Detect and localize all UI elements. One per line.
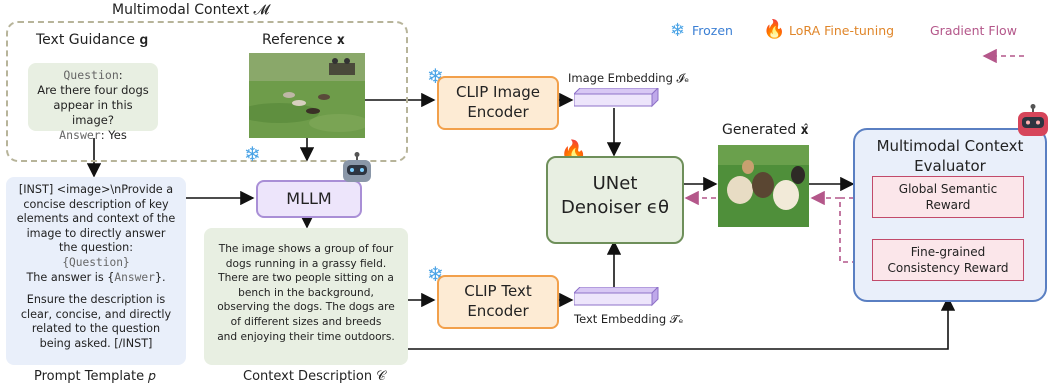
unet-denoiser-box: UNet Denoiser ϵθ — [546, 156, 684, 244]
legend-frozen-label: Frozen — [692, 23, 733, 38]
context-description-caption: Context Description 𝒞 — [243, 369, 386, 384]
mllm-label: MLLM — [286, 189, 332, 208]
context-line: observing the dogs. The dogs are — [217, 301, 395, 314]
context-description-box: The image shows a group of four dogs run… — [204, 228, 408, 365]
text-guidance-label: Text Guidance 𝐠 — [36, 32, 149, 48]
legend-lora-label: LoRA Fine-tuning — [789, 23, 895, 38]
image-embedding-bar — [574, 88, 659, 108]
legend-fire-icon: 🔥 — [763, 19, 786, 40]
clip-image-line1: CLIP Image — [455, 83, 541, 101]
generated-image-drawing — [718, 145, 809, 227]
template-answer-prefix: The answer is { — [26, 270, 115, 284]
context-line: of different sizes and breeds — [230, 315, 382, 328]
answer-key: Answer — [59, 128, 101, 142]
image-embedding-label: Image Embedding 𝓘ₑ — [568, 71, 690, 85]
question-key: Question — [63, 68, 119, 82]
text-embedding-label: Text Embedding 𝓣ₑ — [574, 312, 684, 326]
template-line: elements and context of the — [16, 212, 176, 226]
text-guidance-box: Question: Are there four dogs appear in … — [28, 63, 158, 142]
context-line: The image shows a group of four — [218, 243, 394, 255]
reference-label: Reference 𝐱 — [262, 32, 345, 48]
template-question-placeholder: {Question} — [62, 255, 130, 269]
generated-image — [718, 145, 809, 227]
clip-image-line2: Encoder — [467, 103, 529, 121]
reference-image-drawing — [249, 53, 365, 138]
template-answer-placeholder: Answer — [114, 270, 155, 284]
template-answer-suffix: }. — [154, 270, 166, 284]
template-line: the question: — [58, 241, 134, 255]
multimodal-context-container — [6, 21, 408, 162]
reward2-line1: Fine-grained — [910, 245, 986, 259]
reward1-line2: Reward — [925, 198, 971, 212]
clip-text-encoder-box: CLIP Text Encoder — [437, 275, 559, 329]
template-line: concise description of key — [23, 197, 169, 211]
global-semantic-reward-box: Global Semantic Reward — [872, 176, 1024, 218]
context-line: bench in the background, — [238, 286, 374, 299]
unet-line1: UNet — [592, 173, 638, 194]
template-line: image to directly answer — [26, 226, 166, 240]
legend-snowflake-icon: ❄ — [670, 20, 686, 41]
evaluator-title-line1: Multimodal Context — [876, 137, 1024, 155]
answer-text: Yes — [108, 128, 127, 142]
robot-icon — [343, 152, 371, 182]
robot-icon — [1018, 104, 1048, 136]
arrow-context-to-evaluator — [408, 296, 956, 350]
unet-line2: Denoiser ϵθ — [560, 197, 670, 218]
consistency-reward-box: Fine-grained Consistency Reward — [872, 239, 1024, 281]
clip-image-encoder-box: CLIP Image Encoder — [437, 76, 559, 130]
template-line: [INST] <image>\nProvide a — [18, 183, 174, 196]
mllm-box: MLLM — [256, 180, 362, 218]
template-line: clear, concise, and directly — [20, 307, 172, 321]
template-line: related to the question — [31, 322, 161, 336]
evaluator-title-line2: Evaluator — [914, 157, 986, 175]
clip-text-line2: Encoder — [467, 302, 529, 320]
multimodal-context-label: Multimodal Context 𝓜 — [112, 2, 270, 18]
generated-label: Generated 𝐱̂ — [722, 122, 809, 138]
prompt-template-box: [INST] <image>\nProvide a concise descri… — [6, 177, 186, 365]
reward2-line2: Consistency Reward — [887, 261, 1009, 275]
snowflake-icon: ❄ — [244, 142, 261, 166]
question-text: Are there four dogs appear in this image… — [37, 83, 149, 127]
context-line: dogs running in a grassy field. — [225, 257, 387, 270]
reward1-line1: Global Semantic — [898, 182, 998, 196]
prompt-template-caption: Prompt Template 𝑝 — [34, 369, 156, 384]
reference-image — [249, 53, 365, 138]
clip-text-line1: CLIP Text — [464, 282, 532, 300]
text-embedding-bar — [574, 287, 659, 307]
context-line: and enjoying their time outdoors. — [217, 330, 395, 343]
template-line: Ensure the description is — [26, 293, 166, 307]
context-line: There are two people sitting on a — [218, 272, 394, 285]
legend-gradient-label: Gradient Flow — [930, 23, 1017, 38]
template-line: being asked. [/INST] — [39, 336, 153, 350]
